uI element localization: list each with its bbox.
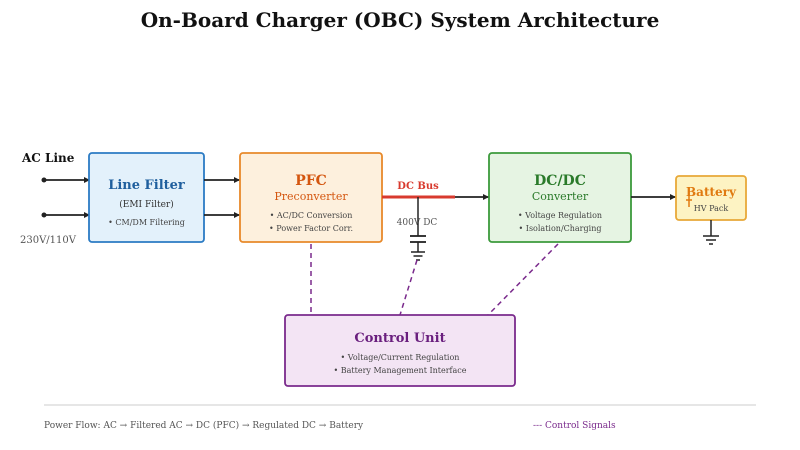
filter-pfc-arrow-top <box>234 177 240 183</box>
dc-bus-voltage: 400V DC <box>397 218 438 228</box>
dc-bus-arrow <box>483 194 489 200</box>
control-signal-dcdc <box>487 243 559 316</box>
control-unit-title: Control Unit <box>354 331 445 346</box>
ac-line-label: AC Line <box>21 151 75 165</box>
control-unit-block: Control Unit • Voltage/Current Regulatio… <box>284 314 516 387</box>
pfc-title: PFC <box>295 173 327 189</box>
power-flow-caption: Power Flow: AC → Filtered AC → DC (PFC) … <box>44 420 364 431</box>
battery-ground-icon <box>703 220 719 245</box>
dcdc-block: DC/DC Converter • Voltage Regulation • I… <box>488 152 632 243</box>
pfc-detail-1: • AC/DC Conversion <box>270 211 353 220</box>
line-filter-block: Line Filter (EMI Filter) • CM/DM Filteri… <box>88 152 205 243</box>
control-signals-legend: --- Control Signals <box>533 421 616 431</box>
battery-title: Battery <box>686 185 737 199</box>
battery-subtitle: HV Pack <box>694 204 729 213</box>
line-filter-title: Line Filter <box>108 178 185 193</box>
line-filter-subtitle: (EMI Filter) <box>119 199 173 210</box>
dcdc-subtitle: Converter <box>532 190 589 203</box>
control-unit-detail-2: • Battery Management Interface <box>334 366 467 375</box>
dcdc-battery-arrow <box>670 194 676 200</box>
ac-arrow-bottom <box>84 212 90 218</box>
battery-block: Battery HV Pack <box>675 175 747 221</box>
diagram-title: On-Board Charger (OBC) System Architectu… <box>141 8 660 32</box>
ac-voltage-label: 230V/110V <box>20 235 77 246</box>
dc-link-capacitor-icon <box>410 197 426 261</box>
dcdc-title: DC/DC <box>534 173 586 189</box>
control-unit-detail-1: • Voltage/Current Regulation <box>341 353 460 362</box>
control-signal-dc-bus <box>399 259 418 316</box>
filter-pfc-arrow-bottom <box>234 212 240 218</box>
pfc-block: PFC Preconverter • AC/DC Conversion • Po… <box>239 152 383 243</box>
dcdc-detail-1: • Voltage Regulation <box>518 211 602 220</box>
ac-arrow-top <box>84 177 90 183</box>
pfc-subtitle: Preconverter <box>274 190 348 203</box>
line-filter-detail: • CM/DM Filtering <box>108 218 185 227</box>
dcdc-detail-2: • Isolation/Charging <box>519 224 602 233</box>
battery-terminal-icon <box>686 196 692 207</box>
dc-bus-label: DC Bus <box>397 181 439 192</box>
pfc-detail-2: • Power Factor Corr. <box>269 224 353 233</box>
